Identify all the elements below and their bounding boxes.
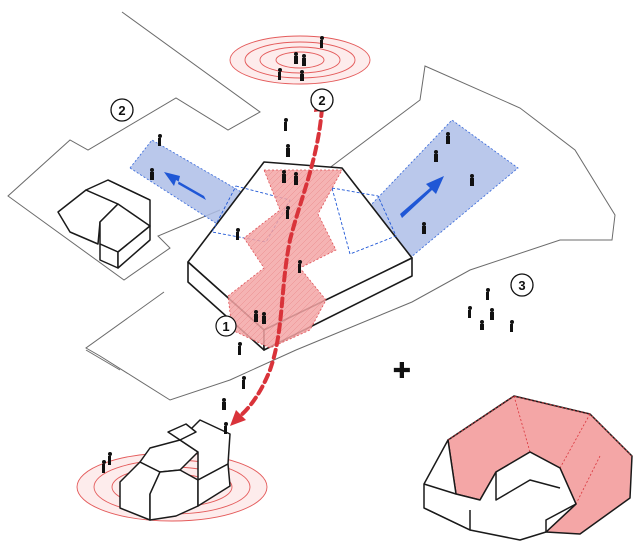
people-icon xyxy=(422,222,426,234)
people-icon xyxy=(284,118,288,131)
people-icon xyxy=(446,132,450,144)
people-icon xyxy=(470,174,474,186)
people-icon xyxy=(302,54,306,66)
courtyard-building xyxy=(423,395,633,541)
people-icon xyxy=(294,172,298,185)
marker-2-left-label: 2 xyxy=(118,103,125,118)
people-icon xyxy=(468,306,472,318)
people-icon xyxy=(294,52,298,64)
people-icon xyxy=(278,68,282,80)
people-icon xyxy=(222,398,226,410)
people-icon xyxy=(434,150,438,162)
people-icon xyxy=(158,134,162,146)
people-icon xyxy=(102,460,106,473)
people-icon xyxy=(262,312,266,324)
people-icon xyxy=(298,260,302,273)
people-icon xyxy=(236,228,240,240)
people-icon xyxy=(224,422,228,434)
people-icon xyxy=(286,144,290,157)
lower-edge-line xyxy=(85,349,121,371)
ripple-zone-top xyxy=(229,35,371,85)
marker-3-label: 3 xyxy=(518,278,525,293)
people-icon-group xyxy=(102,36,514,473)
arrowhead-bottom-icon xyxy=(230,410,246,426)
marker-1-label: 1 xyxy=(222,319,229,334)
people-icon xyxy=(300,70,304,81)
marker-2-top: 2 xyxy=(310,88,334,112)
marker-2-top-label: 2 xyxy=(318,93,325,108)
circulation-path xyxy=(236,106,324,420)
people-icon xyxy=(490,308,494,320)
people-icon xyxy=(108,452,112,465)
arrow-icon-right xyxy=(400,176,444,218)
marker-3: 3 xyxy=(510,273,534,297)
people-icon xyxy=(238,342,242,355)
central-site-outline xyxy=(85,65,616,401)
marker-1: 1 xyxy=(215,315,237,337)
people-icon xyxy=(510,320,514,332)
people-icon xyxy=(242,376,246,389)
upper-left-site-outline xyxy=(7,11,261,281)
site-boundaries xyxy=(7,11,616,401)
people-icon xyxy=(486,288,490,300)
people-icon xyxy=(320,36,324,48)
people-icon xyxy=(150,168,154,180)
house-cluster-bottom xyxy=(119,419,231,521)
people-icon xyxy=(286,206,290,219)
house-left xyxy=(57,179,151,269)
arrow-icon-left xyxy=(164,172,206,200)
people-icon xyxy=(254,310,258,322)
people-icon xyxy=(282,170,286,183)
marker-2-left: 2 xyxy=(110,98,134,122)
people-icon xyxy=(480,320,484,330)
plus-icon: ✚ xyxy=(393,359,411,384)
